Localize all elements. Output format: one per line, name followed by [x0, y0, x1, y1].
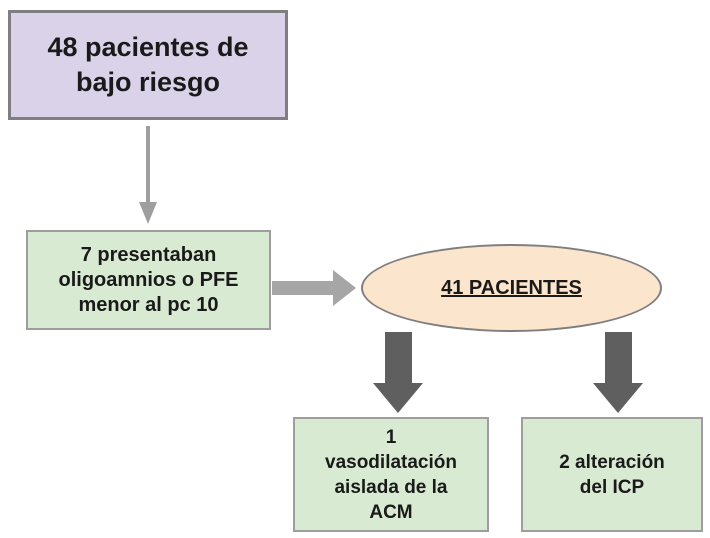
top-node-label: 48 pacientes de bajo riesgo	[47, 32, 249, 97]
arrow-top-to-excluded-head	[139, 202, 157, 224]
result-node-alteracion-icp: 2 alteración del ICP	[521, 417, 703, 532]
arrow-main-to-left-result	[373, 332, 423, 413]
main-node-41-pacientes: 41 PACIENTES	[361, 244, 662, 332]
result-node-vasodilatacion: 1 vasodilatación aislada de la ACM	[293, 417, 489, 532]
arrow-excluded-to-main	[272, 270, 356, 306]
top-node-48-pacientes: 48 pacientes de bajo riesgo	[8, 10, 288, 120]
arrow-excluded-to-main-shape	[272, 270, 356, 306]
main-node-label: 41 PACIENTES	[441, 276, 582, 299]
result-node-left-label: 1 vasodilatación aislada de la ACM	[325, 426, 457, 523]
arrow-top-to-excluded	[139, 126, 157, 224]
excluded-node-7-presentaban: 7 presentaban oligoamnios o PFE menor al…	[26, 230, 271, 330]
arrow-main-to-right-result-shape	[593, 332, 643, 413]
result-node-right-label: 2 alteración del ICP	[559, 451, 665, 498]
excluded-node-label: 7 presentaban oligoamnios o PFE menor al…	[58, 243, 239, 316]
arrow-main-to-right-result	[593, 332, 643, 413]
arrow-main-to-left-result-shape	[373, 332, 423, 413]
